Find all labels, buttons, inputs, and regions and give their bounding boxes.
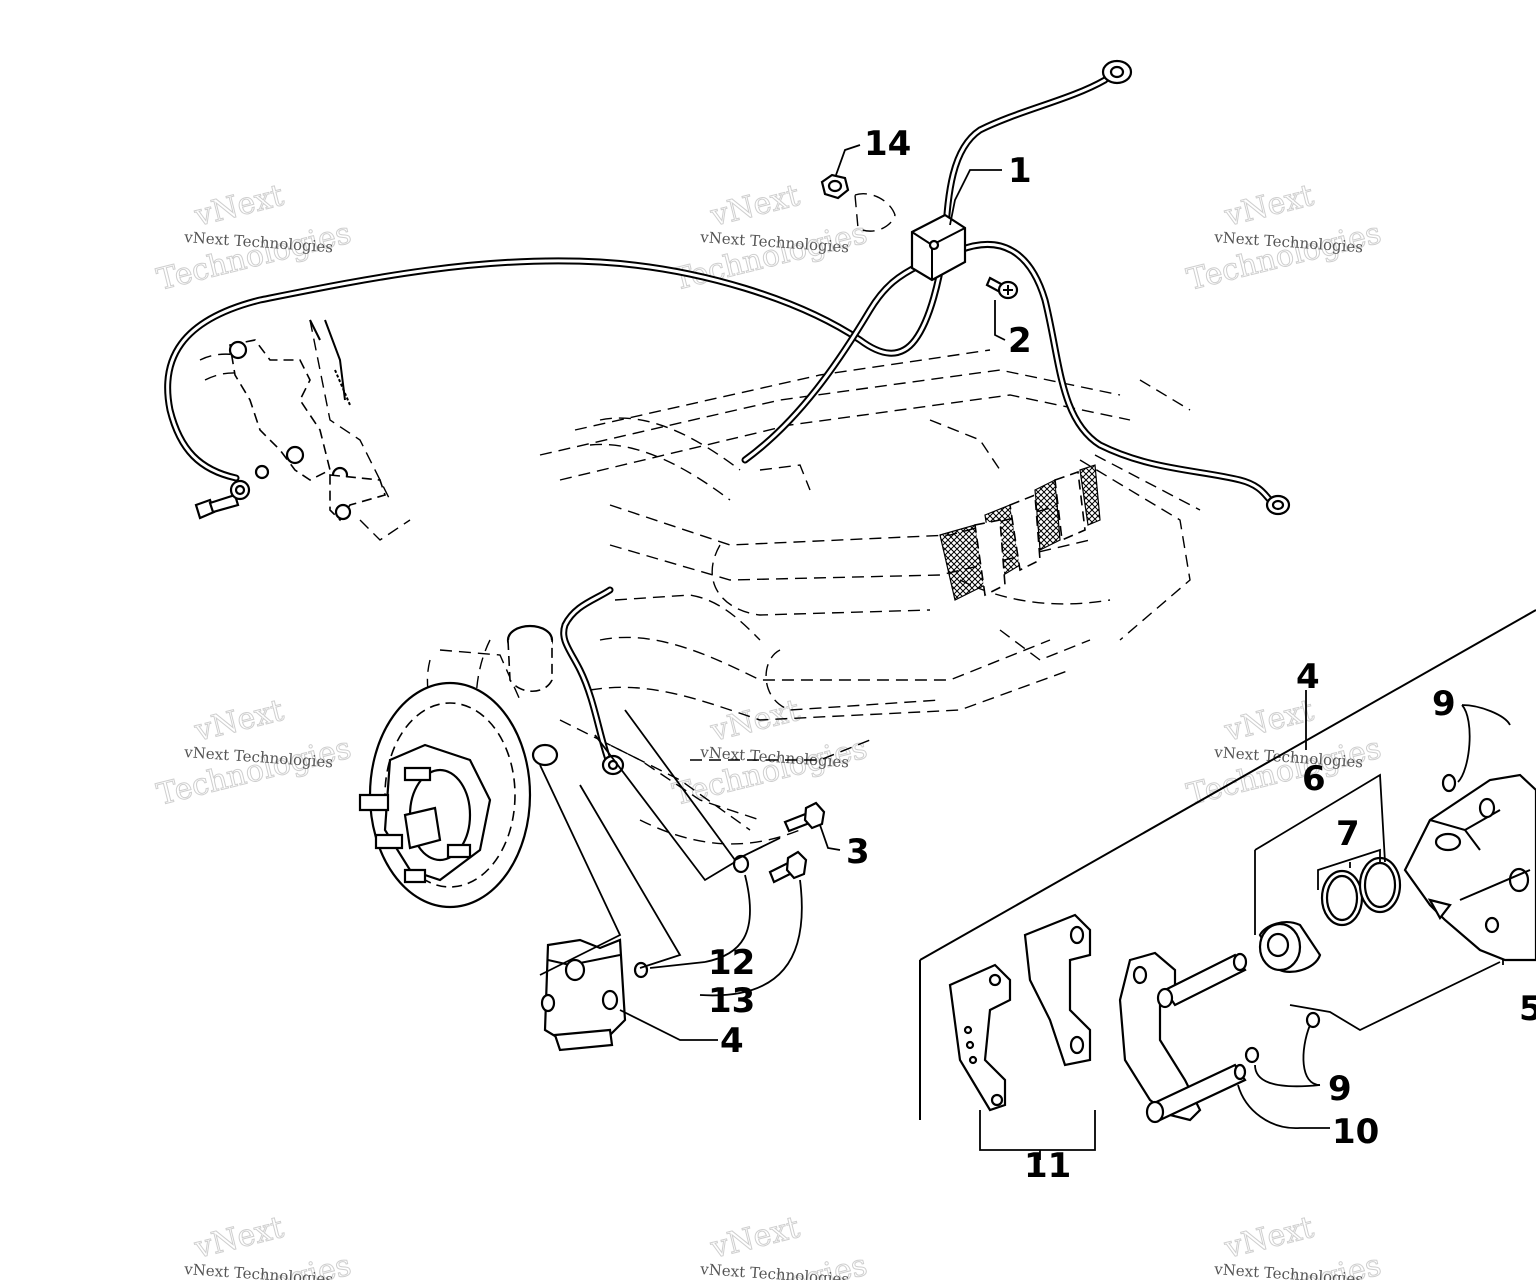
watermark-line1: vNext xyxy=(1220,693,1317,749)
callout-10: 10 xyxy=(1332,1112,1379,1152)
callout-4-left: 4 xyxy=(720,1021,744,1061)
piston-seals xyxy=(1320,856,1402,927)
callout-7: 7 xyxy=(1336,814,1360,854)
callout-11: 11 xyxy=(1024,1146,1071,1186)
callout-5: 5 xyxy=(1519,989,1536,1029)
caliper-body xyxy=(1403,773,1536,962)
front-grille xyxy=(939,464,1101,601)
watermark-line1: vNext xyxy=(190,1210,287,1266)
watermark-line1: vNext xyxy=(1220,1210,1317,1266)
watermark-line2: Technologies xyxy=(153,731,354,813)
washers-seal-group xyxy=(1244,773,1457,1064)
lock-nut xyxy=(820,173,850,200)
caliper-bolt-lower xyxy=(768,850,808,884)
clamp-screw xyxy=(985,276,1019,300)
hose-clamp xyxy=(910,213,967,282)
brake-pads xyxy=(948,913,1092,1112)
callout-12: 12 xyxy=(708,943,755,983)
callout-14: 14 xyxy=(864,124,911,164)
exploded-caliper-frame xyxy=(919,609,1536,1120)
callout-labels: 1 2 3 4 4 5 6 7 9 9 10 11 12 13 14 xyxy=(708,124,1536,1186)
brake-caliper-installed xyxy=(540,938,627,1052)
atv-frame-outline xyxy=(199,193,1201,845)
callout-3: 3 xyxy=(846,832,870,872)
watermark-line1: vNext xyxy=(1220,178,1317,234)
callout-13: 13 xyxy=(708,981,755,1021)
callout-9-bottom: 9 xyxy=(1328,1069,1352,1109)
reservoir-cap xyxy=(506,624,554,693)
watermark-line1: vNext xyxy=(706,178,803,234)
callout-6: 6 xyxy=(1302,759,1326,799)
banjo-bolt-upper-left xyxy=(194,464,270,520)
watermark-line1: vNext xyxy=(190,178,287,234)
callout-1: 1 xyxy=(1008,151,1032,191)
watermark-line2: Technologies xyxy=(669,216,870,298)
caliper-piston xyxy=(1258,921,1322,973)
leader-lines xyxy=(539,144,1511,1160)
watermark-line2: Technologies xyxy=(1183,731,1384,813)
watermark-line1: vNext xyxy=(706,1210,803,1266)
watermark-line1: vNext xyxy=(706,693,803,749)
watermark-line1: vNext xyxy=(190,693,287,749)
front-hub-rotor xyxy=(358,681,559,909)
callout-4-right: 4 xyxy=(1296,657,1320,697)
callout-2: 2 xyxy=(1008,321,1032,361)
watermark-line2: Technologies xyxy=(1183,216,1384,298)
caliper-bolt-upper xyxy=(783,801,826,833)
master-cylinder xyxy=(228,319,387,522)
brake-hose-assembly xyxy=(164,59,1291,776)
slide-pins xyxy=(1145,952,1248,1124)
callout-9-top: 9 xyxy=(1432,684,1456,724)
